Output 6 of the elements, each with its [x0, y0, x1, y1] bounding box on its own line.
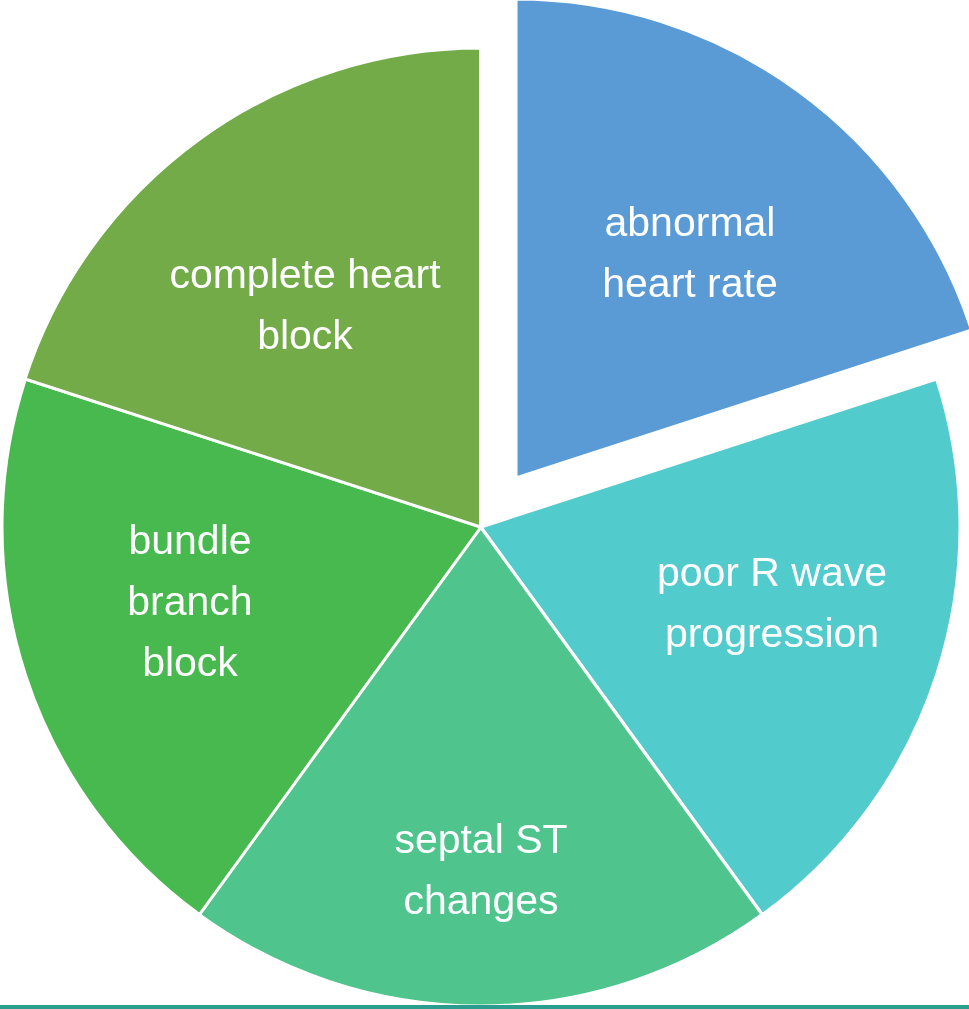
- pie-slice: [516, 0, 969, 479]
- slice-label: bundle branch block: [126, 516, 254, 688]
- slice-label: abnormal heart rate: [601, 198, 779, 308]
- slice-label: poor R wave progression: [655, 548, 889, 658]
- slice-label: complete heart block: [168, 250, 442, 360]
- slice-label: septal ST changes: [393, 815, 569, 925]
